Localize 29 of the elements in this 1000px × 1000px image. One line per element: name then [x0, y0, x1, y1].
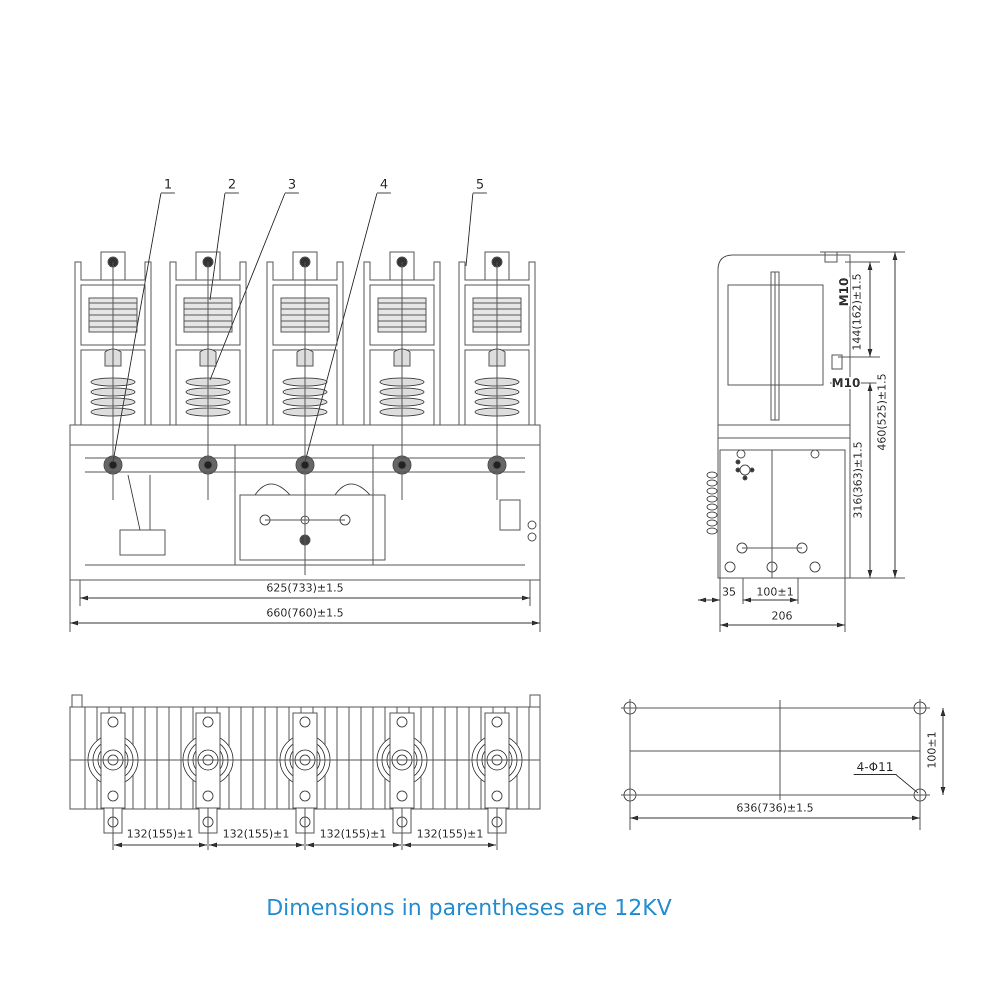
leader-line	[112, 193, 162, 462]
callout-number: 2	[224, 178, 240, 194]
dimension-label: 636(736)±1.5	[736, 802, 814, 814]
callout-number: 5	[472, 178, 488, 194]
thread-label: M10	[832, 377, 860, 389]
leader-line	[304, 193, 378, 462]
dimension-label: 460(525)±1.5	[876, 373, 888, 451]
leader-line	[896, 774, 918, 794]
dimension-label: 132(155)±1	[222, 828, 290, 840]
dimension-label: 132(155)±1	[416, 828, 484, 840]
dimension-label: 35	[722, 586, 736, 598]
dimension-label: 100±1	[756, 586, 794, 598]
callout-number: 1	[160, 178, 176, 194]
dimension-label: 206	[772, 610, 792, 622]
callout-number: 3	[284, 178, 300, 194]
dimension-label: 316(363)±1.5	[852, 441, 864, 519]
dimension-label: 132(155)±1	[126, 828, 194, 840]
dimension-label: 144(162)±1.5	[852, 273, 862, 351]
dimension-label: 660(760)±1.5	[266, 608, 344, 618]
callout-number: 4	[376, 178, 392, 194]
hole-callout: 4-Φ11	[854, 761, 896, 775]
leader-line	[210, 193, 226, 300]
leader-line	[210, 193, 286, 380]
caption: Dimensions in parentheses are 12KV	[266, 898, 672, 920]
thread-label: M10	[838, 278, 850, 306]
dimension-label: 100±1	[926, 731, 938, 769]
leader-line	[466, 193, 474, 266]
dimension-label: 132(155)±1	[320, 828, 386, 840]
dimension-label: 625(733)±1.5	[266, 582, 344, 594]
